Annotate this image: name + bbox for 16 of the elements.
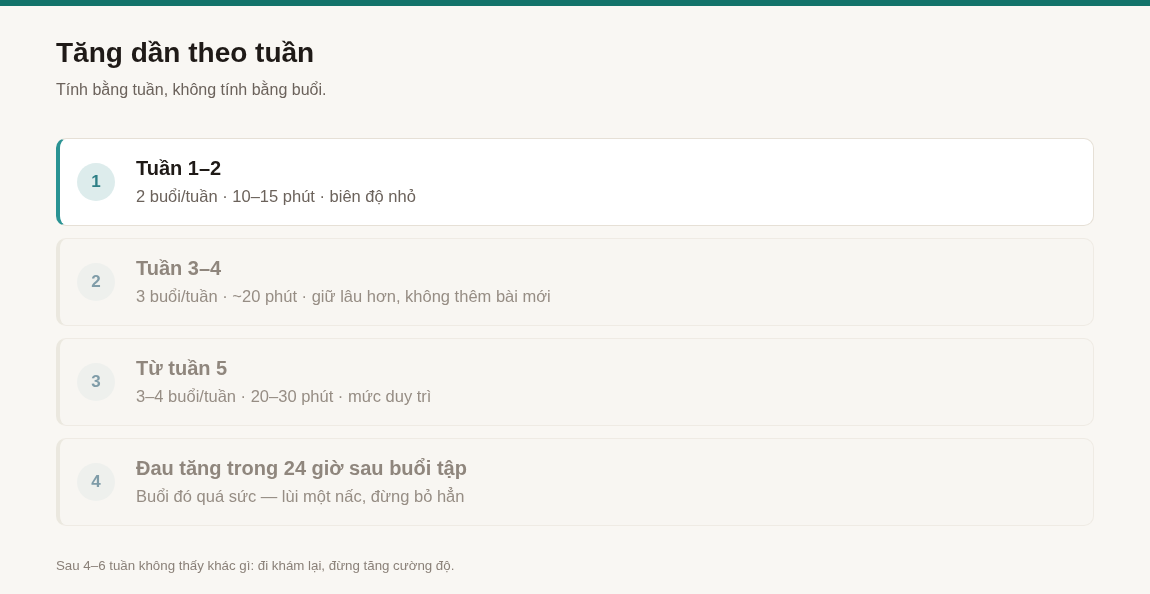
step-number: 4 bbox=[77, 463, 115, 501]
subtitle: Tính bằng tuần, không tính bằng buổi. bbox=[56, 80, 327, 100]
step-title: Từ tuần 5 bbox=[136, 356, 228, 381]
step-description: 3 buổi/tuần · ~20 phút · giữ lâu hơn, không thêm bài mới bbox=[136, 286, 551, 307]
step-number: 3 bbox=[77, 363, 115, 401]
footnote: Sau 4–6 tuần không thấy khác gì: đi khám lại, đừng tăng cường độ. bbox=[56, 557, 455, 574]
step-title: Đau tăng trong 24 giờ sau buổi tập bbox=[136, 456, 467, 481]
step-number: 1 bbox=[77, 163, 115, 201]
step-description: 3–4 buổi/tuần · 20–30 phút · mức duy trì bbox=[136, 386, 432, 407]
step-title: Tuần 1–2 bbox=[136, 156, 222, 181]
step-description: 2 buổi/tuần · 10–15 phút · biên độ nhỏ bbox=[136, 186, 416, 207]
title: Tăng dần theo tuần bbox=[56, 36, 315, 70]
step-description: Buổi đó quá sức — lùi một nấc, đừng bỏ hẳn bbox=[136, 486, 465, 507]
step-card bbox=[56, 138, 1094, 226]
step-number: 2 bbox=[77, 263, 115, 301]
step-title: Tuần 3–4 bbox=[136, 256, 222, 281]
